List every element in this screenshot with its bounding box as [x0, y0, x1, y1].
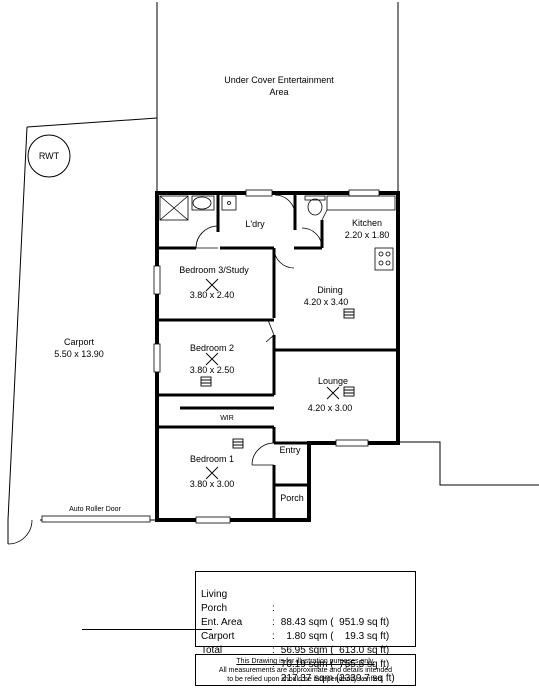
bedroom2-size: 3.80 x 2.50: [190, 365, 235, 375]
carport-outline: [7, 117, 158, 544]
ceiling-fixtures: [200, 278, 355, 480]
area-colon: :: [272, 645, 275, 656]
carport-name: Carport: [64, 337, 95, 347]
door-swings: [195, 194, 323, 466]
area-name: Total: [201, 645, 223, 656]
area-summary-table: Living : 88.43 sqm ( 951.9 sq ft) Porch …: [195, 571, 417, 684]
boundary-fence: [398, 441, 539, 486]
disclaimer-line1: This Drawing is for illustration purpose…: [236, 658, 375, 665]
bedroom1-name: Bedroom 1: [190, 454, 234, 464]
total-underline: [82, 629, 212, 630]
area-colon: :: [272, 603, 275, 614]
rwt-tank: [27, 134, 71, 178]
fixtures: [159, 195, 396, 271]
kitchen-name: Kitchen: [352, 218, 382, 228]
area-value: 70.19 sqm ( 755.5 sq ft): [278, 659, 390, 670]
lounge-name: Lounge: [318, 376, 348, 386]
entertainment-area-outline: [156, 2, 399, 193]
rwt-label: RWT: [39, 151, 60, 161]
dining-name: Dining: [317, 285, 343, 295]
area-row: Porch : 1.80 sqm ( 19.3 sq ft): [196, 588, 417, 642]
area-name: Porch: [201, 603, 228, 614]
carport-door-arc-left: [7, 519, 33, 545]
bedroom3-size: 3.80 x 2.40: [190, 290, 235, 300]
windows: [153, 189, 380, 524]
disclaimer-line3: to be relied upon should be independentl…: [227, 676, 384, 683]
wir-label: WIR: [220, 415, 234, 422]
carport-size: 5.50 x 13.90: [54, 349, 104, 359]
auto-roller-door-label: Auto Roller Door: [69, 506, 121, 513]
entertainment-name-line1: Under Cover Entertainment: [224, 75, 334, 85]
area-name: Ent. Area: [201, 617, 243, 628]
disclaimer-box: This Drawing is for illustration purpose…: [195, 654, 416, 686]
area-name: Living: [201, 589, 228, 600]
area-row: Carport : 70.19 sqm ( 755.5 sq ft): [196, 616, 417, 670]
lounge-size: 4.20 x 3.00: [308, 403, 353, 413]
house-walls: [155, 191, 400, 522]
area-colon: :: [272, 631, 275, 642]
kitchen-size: 2.20 x 1.80: [345, 230, 390, 240]
area-row: Ent. Area : 56.95 sqm ( 613.0 sq ft): [196, 602, 417, 656]
ldry-label: L'dry: [245, 219, 265, 229]
area-value: 217.37 sqm (2339.7 sq ft): [278, 673, 395, 684]
interior-walls: [157, 193, 398, 520]
area-row: Living : 88.43 sqm ( 951.9 sq ft): [196, 574, 417, 628]
roller-door: [41, 515, 151, 523]
entertainment-name-line2: Area: [269, 87, 288, 97]
bedroom2-name: Bedroom 2: [190, 343, 234, 353]
area-name: Carport: [201, 631, 235, 642]
area-value: 88.43 sqm ( 951.9 sq ft): [278, 617, 390, 628]
area-value: 56.95 sqm ( 613.0 sq ft): [278, 645, 390, 656]
entry-label: Entry: [279, 445, 301, 455]
bedroom1-size: 3.80 x 3.00: [190, 479, 235, 489]
area-value: 1.80 sqm ( 19.3 sq ft): [278, 631, 390, 642]
area-colon: :: [272, 659, 275, 670]
disclaimer-line2: All measurements are approximate and det…: [218, 667, 393, 674]
area-colon: :: [272, 617, 275, 628]
dining-size: 4.20 x 3.40: [304, 297, 349, 307]
area-row-total: Total : 217.37 sqm (2339.7 sq ft): [196, 630, 417, 684]
bedroom3-name: Bedroom 3/Study: [179, 265, 249, 275]
porch-label: Porch: [280, 493, 304, 503]
